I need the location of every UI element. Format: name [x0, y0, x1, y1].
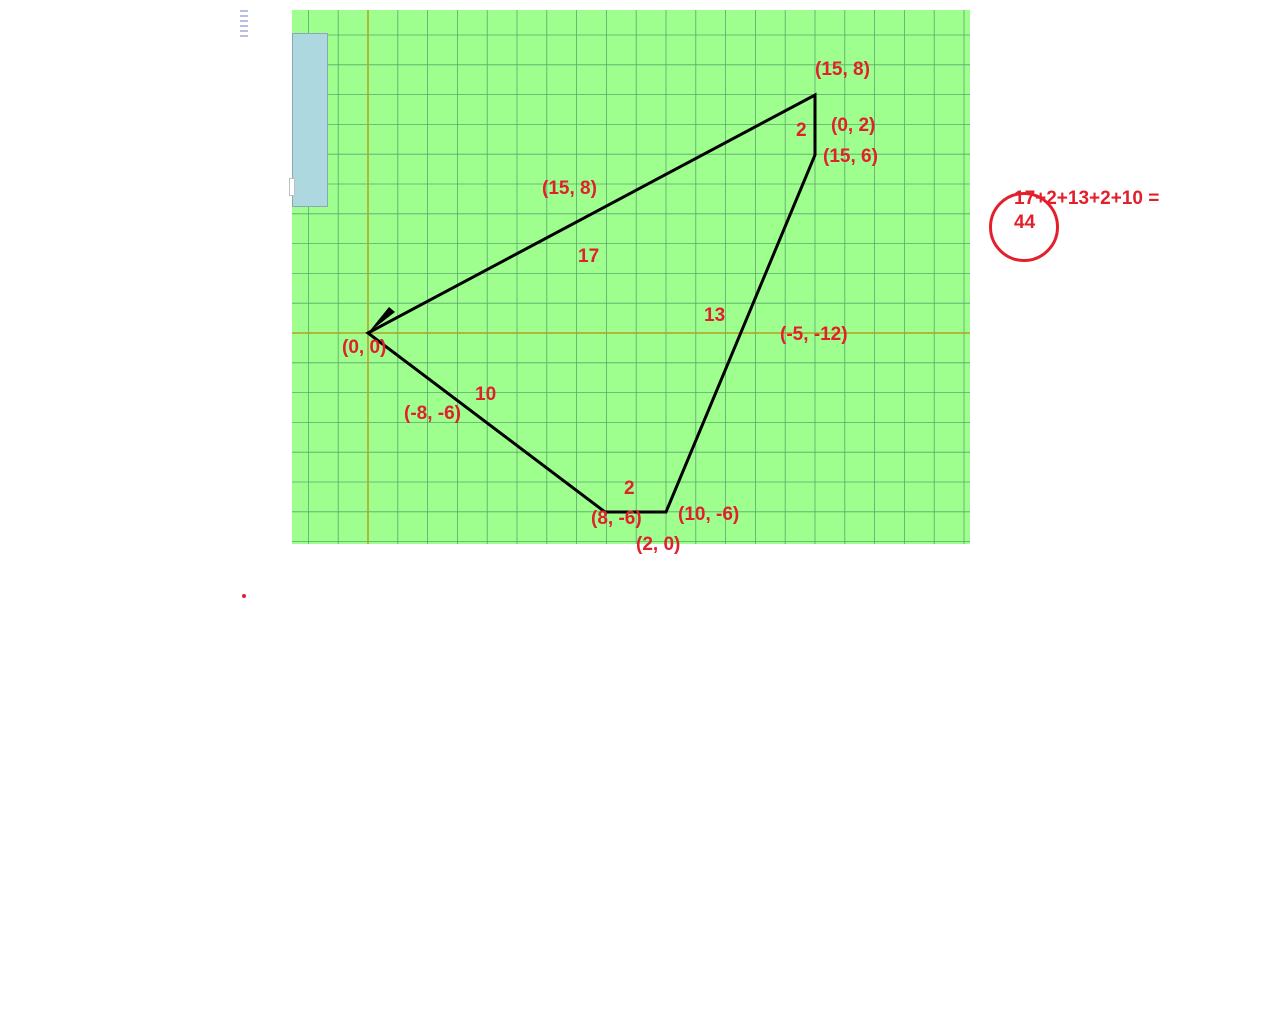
label-length-right-short: 2	[796, 120, 807, 141]
label-length-bottom: 2	[624, 478, 635, 499]
label-vector-right-short: (0, 2)	[831, 115, 875, 136]
label-vertex-bottom-left: (8, -6)	[591, 508, 642, 529]
label-length-left-bottom: 10	[475, 384, 496, 405]
stray-dot	[242, 594, 246, 598]
label-length-long-right: 13	[704, 305, 725, 326]
label-vertex-right: (15, 6)	[823, 146, 878, 167]
side-panel[interactable]	[292, 33, 328, 207]
perimeter-sum: 17+2+13+2+10 = 44	[1014, 187, 1159, 235]
ink-scribble	[240, 10, 248, 40]
grid-background	[292, 10, 970, 544]
pentagon-shape[interactable]	[365, 92, 817, 514]
label-vertex-origin: (0, 0)	[342, 337, 386, 358]
label-vertex-top: (15, 8)	[815, 59, 870, 80]
label-vector-long-right: (-5, -12)	[780, 324, 848, 345]
grid-lines	[292, 10, 970, 544]
perimeter-sum-line1: 17+2+13+2+10 =	[1014, 188, 1160, 209]
answer-circle	[989, 192, 1059, 262]
label-vector-left-bottom: (-8, -6)	[404, 403, 461, 424]
label-vertex-bottom-right: (10, -6)	[678, 504, 739, 525]
arrow-head	[368, 307, 395, 333]
perimeter-sum-result: 44	[1014, 212, 1036, 233]
label-vector-bottom: (2, 0)	[636, 534, 680, 555]
label-length-top-edge: 17	[578, 246, 599, 267]
label-vector-top-edge: (15, 8)	[542, 178, 597, 199]
side-panel-handle[interactable]	[289, 178, 295, 196]
